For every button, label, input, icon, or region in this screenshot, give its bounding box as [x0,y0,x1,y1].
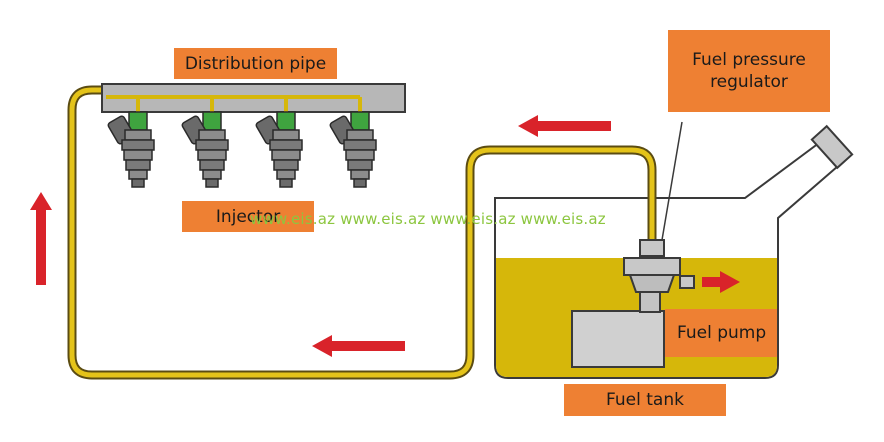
fuel-pump-label: Fuel pump [665,309,777,357]
injector-icon [255,111,303,188]
injector-icon [181,111,229,188]
watermark-text: www.eis.az www.eis.az www.eis.az www.eis… [250,210,606,228]
fuel-line [67,85,657,380]
red-flow-arrow-icon [702,271,740,293]
red-flow-arrow-icon [30,192,52,285]
flow-arrows [30,115,740,357]
distribution-pipe-label: Distribution pipe [174,48,337,79]
filler-cap [810,124,854,170]
injector-icon [329,111,377,188]
fuel-pressure-regulator-label: Fuel pressure regulator [668,30,830,112]
injector-icon [107,111,155,188]
fuel-tank-label: Fuel tank [564,384,726,416]
distribution-rail [101,83,406,125]
red-flow-arrow-icon [518,115,611,137]
fuel-pressure-regulator [623,121,695,293]
injector-group [107,111,377,188]
red-flow-arrow-icon [312,335,405,357]
injector-label: Injector [182,201,314,232]
